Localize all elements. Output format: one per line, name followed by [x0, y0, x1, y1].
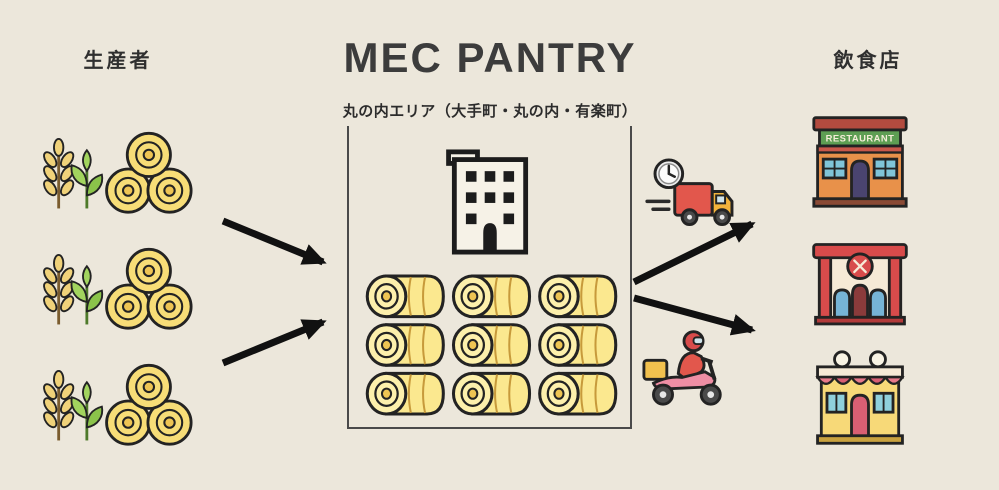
delivery-box-icon — [642, 358, 669, 381]
arrow-icon — [632, 220, 756, 286]
arrow-icon — [633, 294, 756, 336]
door-icon — [850, 393, 870, 440]
window-icon — [825, 391, 848, 414]
restaurant-sign-text: RESTAURANT — [826, 133, 895, 144]
restaurants-label: 飲食店 — [833, 50, 903, 72]
door-icon — [851, 283, 869, 319]
door-icon — [850, 159, 870, 202]
window-icon — [833, 288, 852, 319]
awning-icon — [815, 376, 905, 386]
haybale-stack-icon — [365, 274, 618, 416]
clock-icon — [653, 158, 685, 190]
lamp-icon — [868, 350, 887, 369]
wheat-haybale-icon — [38, 238, 193, 332]
producers-label: 生産者 — [83, 50, 153, 72]
delivery-scooter-icon — [642, 330, 722, 406]
window-icon — [821, 157, 848, 180]
pantry-area-box — [347, 126, 632, 429]
utensils-sign-icon — [846, 252, 874, 280]
window-icon — [868, 288, 887, 319]
window-icon — [872, 157, 899, 180]
restaurant-storefront-icon: RESTAURANT — [812, 116, 908, 208]
lamp-icon — [833, 350, 852, 369]
flow-arrows-right — [632, 220, 756, 336]
flow-arrows-left — [221, 217, 327, 367]
restaurant-sign — [818, 128, 902, 148]
office-building-icon — [446, 149, 529, 255]
bistro-storefront-icon — [812, 243, 908, 326]
cafe-storefront-icon — [815, 350, 905, 445]
delivery-truck-clock-icon — [645, 158, 734, 227]
window-icon — [872, 391, 895, 414]
wheat-haybale-icon — [38, 122, 193, 216]
door-icon — [483, 223, 497, 253]
arrow-icon — [221, 318, 327, 367]
page-title: MEC PANTRY — [343, 34, 637, 81]
subtitle: 丸の内エリア（大手町・丸の内・有楽町） — [342, 103, 638, 120]
wheat-haybale-icon — [38, 354, 193, 448]
arrow-icon — [221, 217, 327, 266]
